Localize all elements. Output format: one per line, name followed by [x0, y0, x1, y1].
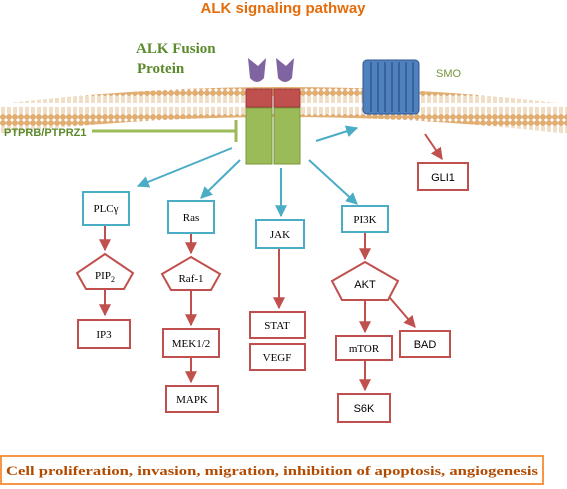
- plcg-label: PLCγ: [93, 203, 118, 215]
- mtor-label: mTOR: [349, 343, 380, 355]
- pip2-pentagon: [75, 252, 135, 290]
- ip3-box: [77, 319, 131, 349]
- jak-box: [255, 219, 305, 249]
- pi3k-box: [341, 205, 389, 233]
- inhibitor-label: PTPRB/PTPRZ1: [4, 127, 87, 139]
- mapk-box: [165, 385, 219, 413]
- receptor-extracellular-left: [248, 58, 266, 82]
- pip2-base: PIP: [95, 270, 111, 282]
- s6k-box: [337, 393, 391, 423]
- pip2-subscript: 2: [111, 275, 115, 284]
- receptor-extracellular-right: [276, 58, 294, 82]
- ras-label: Ras: [183, 212, 200, 224]
- arrow-receptor-to-plcg: [136, 147, 233, 188]
- receptor-intracellular-right: [273, 107, 301, 165]
- smo-label: SMO: [436, 68, 462, 80]
- stat-box: [249, 311, 306, 339]
- receptor-transmembrane-right: [273, 88, 301, 108]
- vegf-box: [249, 343, 306, 371]
- arrow-receptor-to-smo: [315, 125, 359, 142]
- fusion-protein-label: ALK Fusion: [136, 41, 216, 57]
- fusion-protein-label-line2: Protein: [137, 61, 185, 77]
- arrow-receptor-to-ras: [200, 159, 241, 199]
- stat-label: STAT: [264, 320, 290, 332]
- arrow-smo-to-gli1: [424, 133, 443, 160]
- pi3k-label: PI3K: [353, 214, 376, 226]
- akt-pentagon: [330, 260, 400, 301]
- gli1-box: [417, 162, 469, 191]
- ras-box: [167, 200, 215, 234]
- plcg-box: [82, 191, 130, 226]
- gli1-label: GLI1: [431, 172, 455, 184]
- pip2-label: PIP2: [95, 270, 115, 284]
- bad-label: BAD: [414, 339, 437, 351]
- raf1-pentagon: [160, 255, 222, 291]
- akt-label: AKT: [354, 279, 376, 291]
- jak-label: JAK: [270, 229, 290, 241]
- s6k-label: S6K: [354, 403, 375, 415]
- diagram-title: ALK signaling pathway: [200, 0, 366, 17]
- ip3-label: IP3: [96, 329, 112, 341]
- outcome-label: Cell proliferation, invasion, migration,…: [6, 463, 538, 478]
- vegf-label: VEGF: [263, 352, 292, 364]
- outcome-box: [0, 455, 544, 485]
- smo-receptor: [362, 59, 420, 115]
- alk-fusion-receptor: [245, 58, 301, 165]
- mtor-box: [335, 335, 393, 361]
- receptor-intracellular-left: [245, 107, 273, 165]
- mapk-label: MAPK: [176, 394, 208, 406]
- raf1-label: Raf-1: [178, 273, 203, 285]
- mek-label: MEK1/2: [172, 338, 211, 350]
- mek-box: [162, 328, 220, 358]
- receptor-transmembrane-left: [245, 88, 273, 108]
- arrow-receptor-to-pi3k: [308, 159, 358, 205]
- bad-box: [399, 330, 451, 358]
